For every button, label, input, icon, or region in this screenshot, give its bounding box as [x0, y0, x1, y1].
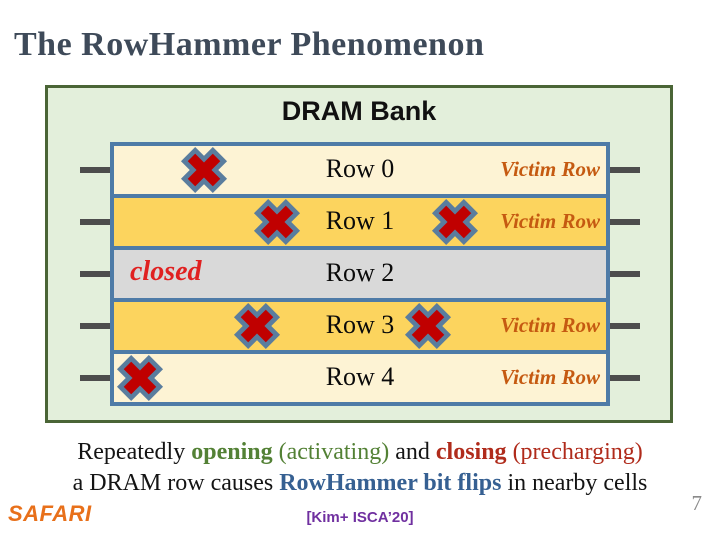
- wordline-stub: [610, 375, 640, 381]
- citation: [Kim+ ISCA’20]: [306, 509, 414, 526]
- wordline-stub: [610, 167, 640, 173]
- victim-row-label: Victim Row: [500, 209, 600, 233]
- caption-activating: (activating): [272, 439, 390, 465]
- dram-row-3: Row 3 Victim Row: [114, 298, 606, 350]
- page-number: 7: [691, 491, 703, 515]
- wordline-stub: [80, 375, 110, 381]
- x-mark-icon: [180, 146, 228, 194]
- caption-text: a DRAM row causes: [72, 470, 280, 496]
- x-mark-icon: [233, 302, 281, 350]
- caption-precharging: (precharging): [506, 439, 643, 465]
- victim-row-label: Victim Row: [500, 365, 600, 389]
- row-label: Row 0: [325, 153, 395, 183]
- closed-label: closed: [130, 256, 202, 288]
- wordline-stub: [610, 271, 640, 277]
- wordline-stub: [610, 323, 640, 329]
- caption-text: in nearby cells: [501, 470, 648, 496]
- wordline-stub: [80, 219, 110, 225]
- caption: Repeatedly opening (activating) and clos…: [0, 437, 720, 499]
- caption-line-1: Repeatedly opening (activating) and clos…: [0, 437, 720, 468]
- safari-logo: SAFARI: [8, 501, 92, 526]
- row-label: Row 3: [325, 309, 395, 339]
- wordline-stub: [80, 167, 110, 173]
- caption-text: and: [389, 439, 436, 465]
- dram-row-4: Row 4 Victim Row: [114, 350, 606, 402]
- row-label: Row 4: [325, 361, 395, 391]
- x-mark-icon: [431, 198, 479, 246]
- wordline-stub: [80, 323, 110, 329]
- dram-row-1: Row 1 Victim Row: [114, 194, 606, 246]
- caption-opening: opening: [191, 439, 273, 465]
- x-mark-icon: [404, 302, 452, 350]
- dram-rows-container: Row 0 Victim Row Row 1 Victim Row closed…: [110, 142, 610, 406]
- x-mark-icon: [253, 198, 301, 246]
- wordline-stub: [80, 271, 110, 277]
- victim-row-label: Victim Row: [500, 157, 600, 181]
- dram-row-2: closed Row 2: [114, 246, 606, 298]
- wordline-stub: [610, 219, 640, 225]
- slide-title: The RowHammer Phenomenon: [14, 26, 485, 63]
- caption-rowhammer: RowHammer bit flips: [279, 470, 502, 496]
- dram-row-0: Row 0 Victim Row: [114, 146, 606, 194]
- victim-row-label: Victim Row: [500, 313, 600, 337]
- caption-closing: closing: [435, 439, 507, 465]
- caption-line-2: a DRAM row causes RowHammer bit flips in…: [0, 468, 720, 499]
- caption-text: Repeatedly: [77, 439, 192, 465]
- row-label: Row 1: [325, 205, 395, 235]
- row-label: Row 2: [325, 257, 395, 287]
- dram-bank-title: DRAM Bank: [281, 96, 437, 126]
- x-mark-icon: [116, 354, 164, 402]
